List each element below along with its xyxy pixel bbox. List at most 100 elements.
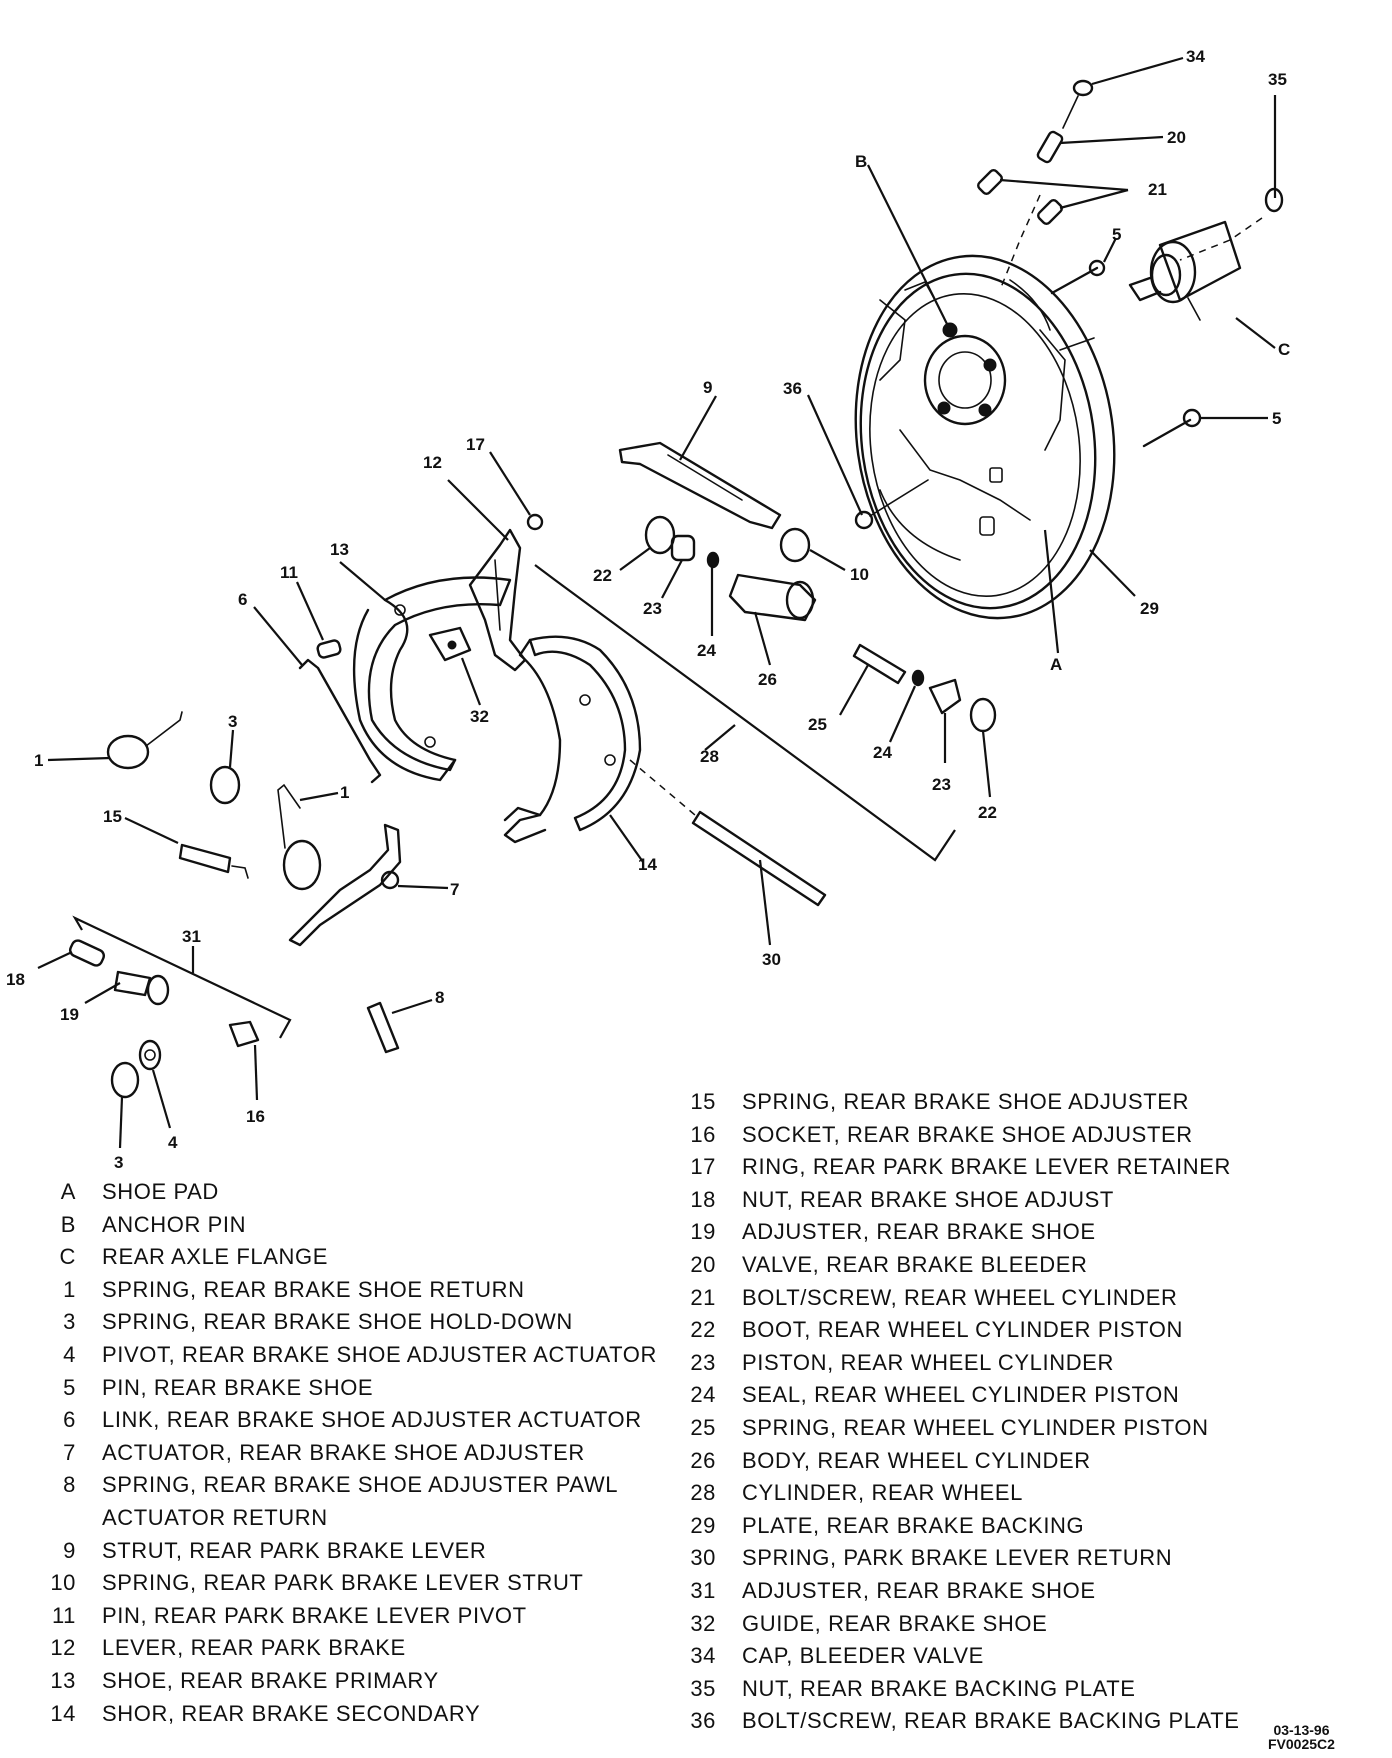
legend-key: 6	[63, 1407, 76, 1433]
legend-description: GUIDE, REAR BRAKE SHOE	[742, 1610, 1048, 1636]
legend-key: 36	[690, 1708, 716, 1734]
adjuster-link	[253, 606, 382, 784]
legend-description: RING, REAR PARK BRAKE LEVER RETAINER	[742, 1154, 1232, 1180]
callout-9: 9	[703, 378, 712, 397]
callout-a: A	[1050, 655, 1062, 674]
legend-description: SPRING, REAR PARK BRAKE LEVER STRUT	[102, 1570, 584, 1596]
callout-24-lower: 24	[873, 743, 892, 762]
legend-description: LINK, REAR BRAKE SHOE ADJUSTER ACTUATOR	[102, 1407, 642, 1433]
callout-13: 13	[330, 540, 349, 559]
legend-key: 25	[690, 1414, 716, 1440]
legend-key: 3	[63, 1309, 76, 1335]
park-brake-strut	[618, 395, 782, 530]
legend-row: 26 BODY, REAR WHEEL CYLINDER	[680, 1445, 1240, 1478]
legend-key: 18	[690, 1186, 716, 1212]
legend-row: 6 LINK, REAR BRAKE SHOE ADJUSTER ACTUATOR	[40, 1404, 657, 1437]
callout-16: 16	[246, 1107, 265, 1126]
callout-c: C	[1278, 340, 1290, 359]
legend-description: ADJUSTER, REAR BRAKE SHOE	[742, 1577, 1096, 1603]
return-spring-left	[47, 711, 183, 770]
pawl-return-spring	[366, 998, 433, 1054]
legend-description: REAR AXLE FLANGE	[102, 1244, 329, 1270]
drawing-stamp: 03-13-96 FV0025C2	[1268, 1723, 1335, 1751]
legend-description: ANCHOR PIN	[102, 1211, 247, 1237]
actuator-pivot	[138, 1039, 172, 1129]
legend-key: 1	[63, 1276, 76, 1302]
axle-flange	[1059, 220, 1242, 351]
legend-row: 32 GUIDE, REAR BRAKE SHOE	[680, 1608, 1240, 1641]
legend-key: 17	[690, 1154, 716, 1180]
callout-35: 35	[1268, 70, 1287, 89]
park-brake-lever	[447, 451, 544, 672]
legend-description: SPRING, REAR BRAKE SHOE ADJUSTER PAWL	[102, 1472, 619, 1498]
legend-description: ACTUATOR, REAR BRAKE SHOE ADJUSTER	[102, 1439, 585, 1465]
legend-key: 7	[63, 1439, 76, 1465]
hold-down-spring-bottom	[110, 1061, 140, 1149]
brake-shoe-pin-lower	[1142, 408, 1268, 448]
stamp-date: 03-13-96	[1273, 1722, 1330, 1738]
legend-key: 32	[690, 1610, 716, 1636]
legend-key: 15	[690, 1089, 716, 1114]
legend-description: SHOE PAD	[102, 1179, 219, 1204]
callout-1-left: 1	[34, 751, 43, 770]
callout-23-upper: 23	[643, 599, 662, 618]
primary-shoe	[339, 561, 512, 782]
legend-description: SHOE, REAR BRAKE PRIMARY	[102, 1667, 439, 1693]
bleeder-parts	[977, 56, 1284, 225]
callout-1-right: 1	[340, 783, 349, 802]
callout-18: 18	[6, 970, 25, 989]
callout-5-lower: 5	[1272, 409, 1281, 428]
callout-22-upper: 22	[593, 566, 612, 585]
callout-17: 17	[466, 435, 485, 454]
callout-labels: 34 35 20 B 21 5 C 5 9 36 17 12 13 11 6 2…	[6, 47, 1290, 1172]
legend-key: 11	[51, 1602, 76, 1628]
legend-description: SPRING, REAR WHEEL CYLINDER PISTON	[742, 1414, 1209, 1440]
legend-key: 31	[690, 1577, 716, 1603]
callout-4: 4	[168, 1133, 178, 1152]
secondary-shoe	[503, 635, 644, 863]
legend-row: 10 SPRING, REAR PARK BRAKE LEVER STRUT	[40, 1567, 657, 1600]
hold-down-spring-top	[209, 729, 241, 805]
return-spring-right	[277, 783, 339, 891]
legend-description: BOOT, REAR WHEEL CYLINDER PISTON	[742, 1317, 1183, 1343]
callout-12: 12	[423, 453, 442, 472]
callout-36: 36	[783, 379, 802, 398]
callout-28: 28	[700, 747, 719, 766]
callout-25: 25	[808, 715, 827, 734]
legend-key: 20	[690, 1251, 716, 1277]
legend-description: ADJUSTER, REAR BRAKE SHOE	[742, 1219, 1096, 1245]
callout-34: 34	[1186, 47, 1205, 66]
legend-key: 21	[690, 1284, 716, 1310]
legend-key: 28	[690, 1480, 716, 1506]
legend-key: A	[60, 1179, 76, 1204]
legend-key: 8	[63, 1472, 76, 1498]
legend-description: BOLT/SCREW, REAR BRAKE BACKING PLATE	[742, 1708, 1240, 1734]
legend-key: 29	[690, 1512, 716, 1538]
legend-key: 30	[690, 1545, 716, 1571]
legend-description: PIN, REAR BRAKE SHOE	[102, 1374, 374, 1400]
legend-key: 26	[690, 1447, 716, 1473]
legend-description: SOCKET, REAR BRAKE SHOE ADJUSTER	[742, 1121, 1193, 1147]
legend-key: 5	[63, 1374, 76, 1400]
legend-description: BODY, REAR WHEEL CYLINDER	[742, 1447, 1091, 1473]
legend-description: NUT, REAR BRAKE SHOE ADJUST	[742, 1186, 1114, 1212]
callout-19: 19	[60, 1005, 79, 1024]
park-lever-return-spring	[629, 759, 827, 946]
legend-key: 10	[50, 1570, 76, 1596]
